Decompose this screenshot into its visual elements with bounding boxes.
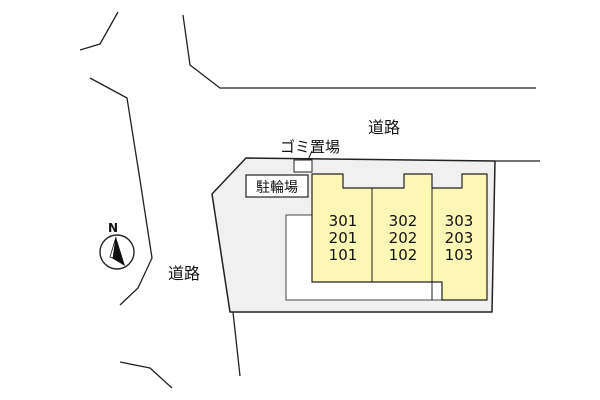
road-label-top: 道路: [368, 118, 400, 137]
bicycle-parking-label: 駐輪場: [256, 179, 298, 196]
unit-302: 302: [389, 212, 418, 230]
compass-north-label: N: [108, 221, 118, 235]
garbage-area-box: [293, 159, 313, 173]
unit-column-2: 302 202 102: [389, 212, 418, 264]
unit-column-1: 301 201 101: [329, 212, 358, 264]
garbage-leader-line: [307, 150, 313, 161]
road-label-left: 道路: [168, 264, 200, 283]
unit-102: 102: [389, 246, 418, 264]
north-compass: N: [99, 221, 135, 270]
unit-column-3: 303 203 103: [445, 212, 474, 264]
unit-201: 201: [329, 229, 358, 247]
road-edge-top-left: [79, 11, 119, 51]
unit-301: 301: [329, 212, 358, 230]
unit-101: 101: [329, 246, 358, 264]
compass-needle-light-icon: [109, 236, 117, 259]
unit-203: 203: [445, 229, 474, 247]
unit-103: 103: [445, 246, 474, 264]
bicycle-parking-box: [245, 174, 309, 198]
compass-needle-icon: [110, 237, 125, 266]
road-edge-top-right: [182, 14, 536, 89]
road-edge-property-left: [232, 311, 241, 377]
unit-303: 303: [445, 212, 474, 230]
apartment-building: [311, 173, 488, 301]
road-edge-left: [89, 77, 153, 306]
garbage-area-label: ゴミ置場: [280, 138, 340, 156]
road-edge-bottom-left: [119, 361, 173, 389]
unit-202: 202: [389, 229, 418, 247]
